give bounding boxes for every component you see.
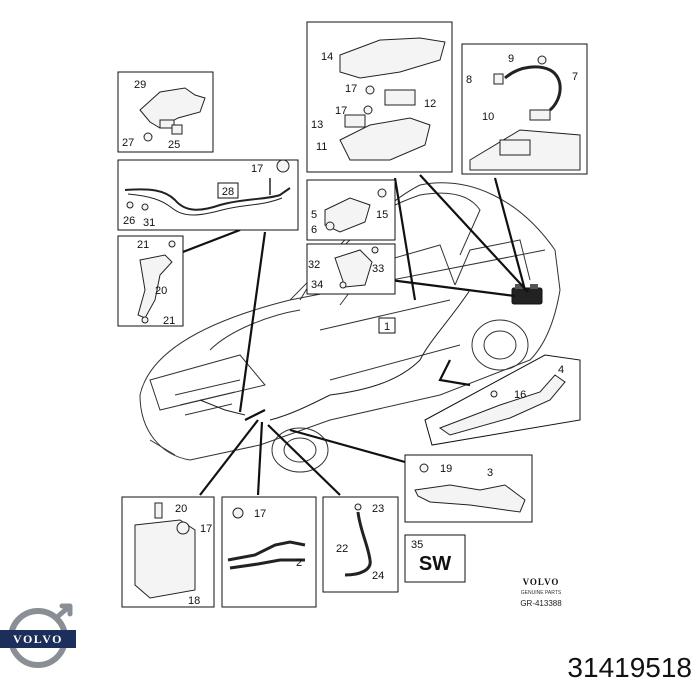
detail-box-wire-harness: 17 28 26 31 (117, 159, 299, 231)
detail-box-cover: 19 3 (404, 454, 533, 523)
callout-17b: 17 (335, 105, 347, 117)
callout-20: 20 (155, 285, 167, 297)
wire-harness (199, 289, 471, 421)
callout-25: 25 (168, 139, 180, 151)
volvo-emblem: VOLVO (0, 603, 76, 668)
callout-23: 23 (372, 503, 384, 515)
callout-14: 14 (321, 51, 333, 63)
callout-8: 8 (466, 74, 472, 86)
callout-2: 2 (296, 557, 302, 569)
callout-12: 12 (424, 98, 436, 110)
callout-9: 9 (508, 53, 514, 65)
callout-22: 22 (336, 543, 348, 555)
detail-box-bottom-bracket: 20 17 18 (121, 496, 215, 608)
brand-block: VOLVO GENUINE PARTS GR-413388 (520, 577, 562, 608)
detail-box-mount: 32 33 34 (306, 243, 396, 295)
callout-label-main: 1 (384, 321, 390, 333)
callout-17a: 17 (345, 83, 357, 95)
part-number: 31419518 (567, 652, 692, 683)
callout-28: 28 (222, 186, 234, 198)
callout-17c: 17 (200, 523, 212, 535)
callout-10: 10 (482, 111, 494, 123)
detail-box-bottom-lead: 23 22 24 (322, 496, 399, 593)
brand-logo-sub: GENUINE PARTS (521, 590, 562, 596)
diagram-reference: GR-413388 (520, 599, 562, 608)
brand-logo-text: VOLVO (523, 577, 560, 587)
callout-11: 11 (316, 141, 327, 153)
callout-32: 32 (308, 259, 320, 271)
detail-box-sw: 35 SW (404, 534, 466, 583)
detail-box-battery: 9 8 7 10 (461, 43, 588, 175)
callout-3: 3 (487, 467, 493, 479)
callout-7: 7 (572, 71, 578, 83)
callout-18: 18 (188, 595, 200, 607)
callout-6: 6 (311, 224, 317, 236)
detail-box-clip: 5 6 15 (306, 179, 396, 241)
callout-21a: 21 (137, 239, 149, 251)
callout-15: 15 (376, 209, 388, 221)
callout-5: 5 (311, 209, 317, 221)
marker-sw: SW (419, 553, 451, 575)
callout-19: 19 (440, 463, 452, 475)
callout-29: 29 (134, 79, 146, 91)
callout-21b: 21 (163, 315, 175, 327)
callout-34: 34 (311, 279, 323, 291)
detail-box-bracket-top-left: 29 27 25 (117, 71, 214, 153)
detail-box-bracket-left: 21 20 21 (117, 235, 184, 327)
detail-box-fuse-holder: 14 17 17 12 13 11 (306, 21, 453, 173)
callout-17: 17 (251, 163, 263, 175)
callout-24: 24 (372, 570, 384, 582)
callout-33: 33 (372, 263, 384, 275)
detail-box-bottom-cable: 17 2 (221, 496, 317, 608)
callout-35: 35 (411, 539, 423, 551)
leader-lines (174, 174, 529, 496)
callout-4: 4 (558, 364, 564, 376)
callout-27: 27 (122, 137, 134, 149)
emblem-text: VOLVO (13, 632, 63, 646)
callout-box-main (378, 317, 396, 334)
callout-17d: 17 (254, 508, 266, 520)
callout-20b: 20 (175, 503, 187, 515)
callout-26: 26 (123, 215, 135, 227)
callout-31: 31 (143, 217, 155, 229)
detail-box-side-rail: 4 16 (424, 354, 581, 446)
callout-13: 13 (311, 119, 323, 131)
callout-16: 16 (514, 389, 526, 401)
